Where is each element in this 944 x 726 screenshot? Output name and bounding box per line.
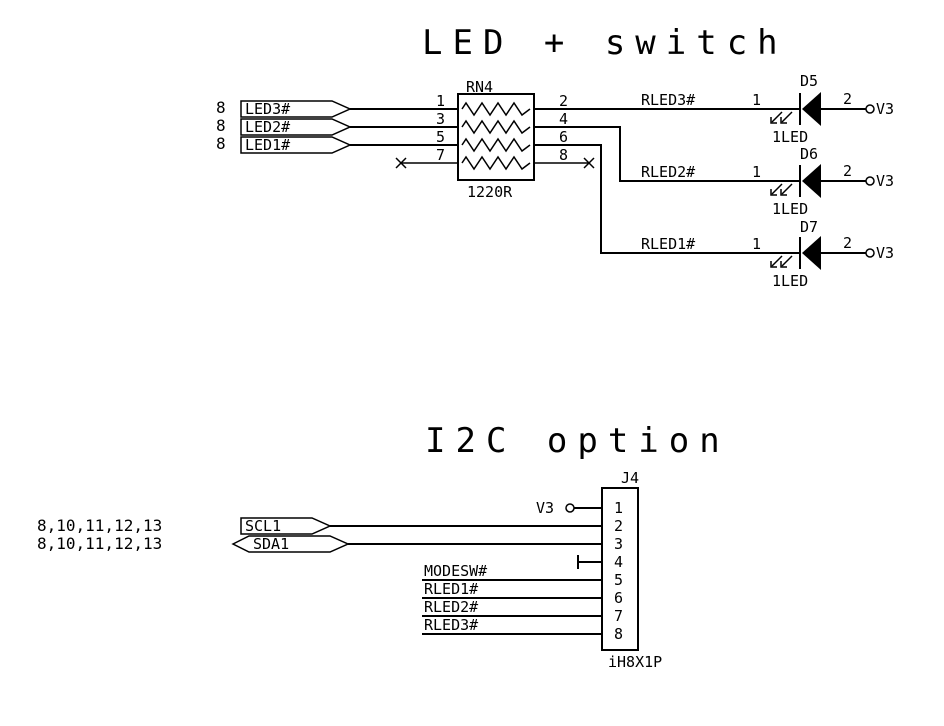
sheet-ref-scl1: 8,10,11,12,13 bbox=[37, 516, 162, 535]
j4-ref: J4 bbox=[621, 469, 639, 487]
light-arrows-icon-d6 bbox=[770, 183, 793, 196]
rn4-resistor-2 bbox=[461, 119, 531, 135]
j4-pin-5: 5 bbox=[614, 571, 623, 589]
led-d7-triangle bbox=[802, 236, 821, 270]
rn4-ref: RN4 bbox=[466, 78, 493, 96]
net-label-rled3: RLED3# bbox=[641, 91, 695, 109]
power-symbol-j4 bbox=[565, 503, 575, 513]
rn4-pin-3: 3 bbox=[436, 110, 445, 128]
wire-rled1 bbox=[534, 144, 800, 254]
port-led1[interactable]: LED1# bbox=[240, 136, 352, 154]
rn4-pin-8: 8 bbox=[559, 146, 568, 164]
light-arrows-icon-d5 bbox=[770, 111, 793, 124]
sheet-ref-sda1: 8,10,11,12,13 bbox=[37, 534, 162, 553]
led-d6-value: 1LED bbox=[772, 200, 808, 218]
sheet-ref-led3: 8 bbox=[216, 98, 226, 117]
j4-body bbox=[601, 487, 639, 651]
led-d7-ref: D7 bbox=[800, 218, 818, 236]
title-i2c-option: I2C option bbox=[425, 421, 730, 461]
led-d5-triangle bbox=[802, 92, 821, 126]
rn4-resistor-1 bbox=[461, 101, 531, 117]
title-led-switch: LED + switch bbox=[422, 23, 788, 63]
net-label-rled1-j4: RLED1# bbox=[424, 580, 478, 598]
led-d5-ref: D5 bbox=[800, 72, 818, 90]
port-led2[interactable]: LED2# bbox=[240, 118, 352, 136]
port-label-scl1: SCL1 bbox=[245, 517, 281, 535]
led-d5-power: V3 bbox=[876, 100, 894, 118]
led-d6-ref: D6 bbox=[800, 145, 818, 163]
j4-pin-4: 4 bbox=[614, 553, 623, 571]
port-label-led2: LED2# bbox=[245, 118, 290, 136]
j4-pin-8: 8 bbox=[614, 625, 623, 643]
led-d6[interactable]: D6 1 2 V3 1LED bbox=[752, 145, 894, 218]
port-led3[interactable]: LED3# bbox=[240, 100, 352, 118]
led-d7-power: V3 bbox=[876, 244, 894, 262]
led-d5[interactable]: D5 1 2 V3 1LED bbox=[752, 72, 894, 146]
net-label-rled1: RLED1# bbox=[641, 235, 695, 253]
led-d6-power: V3 bbox=[876, 172, 894, 190]
rn4-resistor-3 bbox=[461, 137, 531, 153]
rn4-pin-5: 5 bbox=[436, 128, 445, 146]
port-label-led3: LED3# bbox=[245, 100, 290, 118]
led-d7-value: 1LED bbox=[772, 272, 808, 290]
led-d5-value: 1LED bbox=[772, 128, 808, 146]
j4-pin-1: 1 bbox=[614, 499, 623, 517]
power-symbol-d5 bbox=[865, 104, 875, 114]
j4-pin-6: 6 bbox=[614, 589, 623, 607]
led-d7-pin-2: 2 bbox=[843, 234, 852, 252]
net-label-rled2: RLED2# bbox=[641, 163, 695, 181]
rn4-pin-2: 2 bbox=[559, 92, 568, 110]
rn4-pin-4: 4 bbox=[559, 110, 568, 128]
sheet-ref-led1: 8 bbox=[216, 134, 226, 153]
power-symbol-d7 bbox=[865, 248, 875, 258]
led-d6-triangle bbox=[802, 164, 821, 198]
sheet-ref-led2: 8 bbox=[216, 116, 226, 135]
rn4-body bbox=[457, 93, 535, 181]
led-d6-pin-1: 1 bbox=[752, 163, 761, 181]
net-label-modesw: MODESW# bbox=[424, 562, 487, 580]
led-d5-pin-1: 1 bbox=[752, 91, 761, 109]
net-label-rled2-j4: RLED2# bbox=[424, 598, 478, 616]
j4-pin-3: 3 bbox=[614, 535, 623, 553]
wire-rled2 bbox=[534, 126, 800, 182]
rn4-pin-1: 1 bbox=[436, 92, 445, 110]
net-label-rled3-j4: RLED3# bbox=[424, 616, 478, 634]
no-connect-marker-pin8 bbox=[583, 157, 595, 169]
no-connect-marker-pin7 bbox=[395, 157, 407, 169]
j4-power-label: V3 bbox=[536, 499, 554, 517]
j4-pin-2: 2 bbox=[614, 517, 623, 535]
port-label-led1: LED1# bbox=[245, 136, 290, 154]
rn4-pin-6: 6 bbox=[559, 128, 568, 146]
resistor-network-rn4[interactable]: RN4 1220R 1 3 5 7 2 4 6 8 bbox=[436, 78, 568, 201]
led-d5-pin-2: 2 bbox=[843, 90, 852, 108]
port-scl1[interactable]: SCL1 bbox=[240, 517, 332, 535]
rn4-pin-7: 7 bbox=[436, 146, 445, 164]
port-label-sda1: SDA1 bbox=[253, 535, 289, 553]
j4-value: iH8X1P bbox=[608, 653, 662, 671]
led-d7-pin-1: 1 bbox=[752, 235, 761, 253]
rn4-value: 1220R bbox=[467, 183, 513, 201]
light-arrows-icon-d7 bbox=[770, 255, 793, 268]
port-sda1[interactable]: SDA1 bbox=[231, 535, 350, 553]
connector-j4[interactable]: J4 1 2 3 4 5 6 7 8 iH8X1P bbox=[601, 469, 662, 671]
led-d7[interactable]: D7 1 2 V3 1LED bbox=[752, 218, 894, 290]
j4-pin-7: 7 bbox=[614, 607, 623, 625]
led-d6-pin-2: 2 bbox=[843, 162, 852, 180]
rn4-resistor-4 bbox=[461, 155, 531, 171]
power-symbol-d6 bbox=[865, 176, 875, 186]
